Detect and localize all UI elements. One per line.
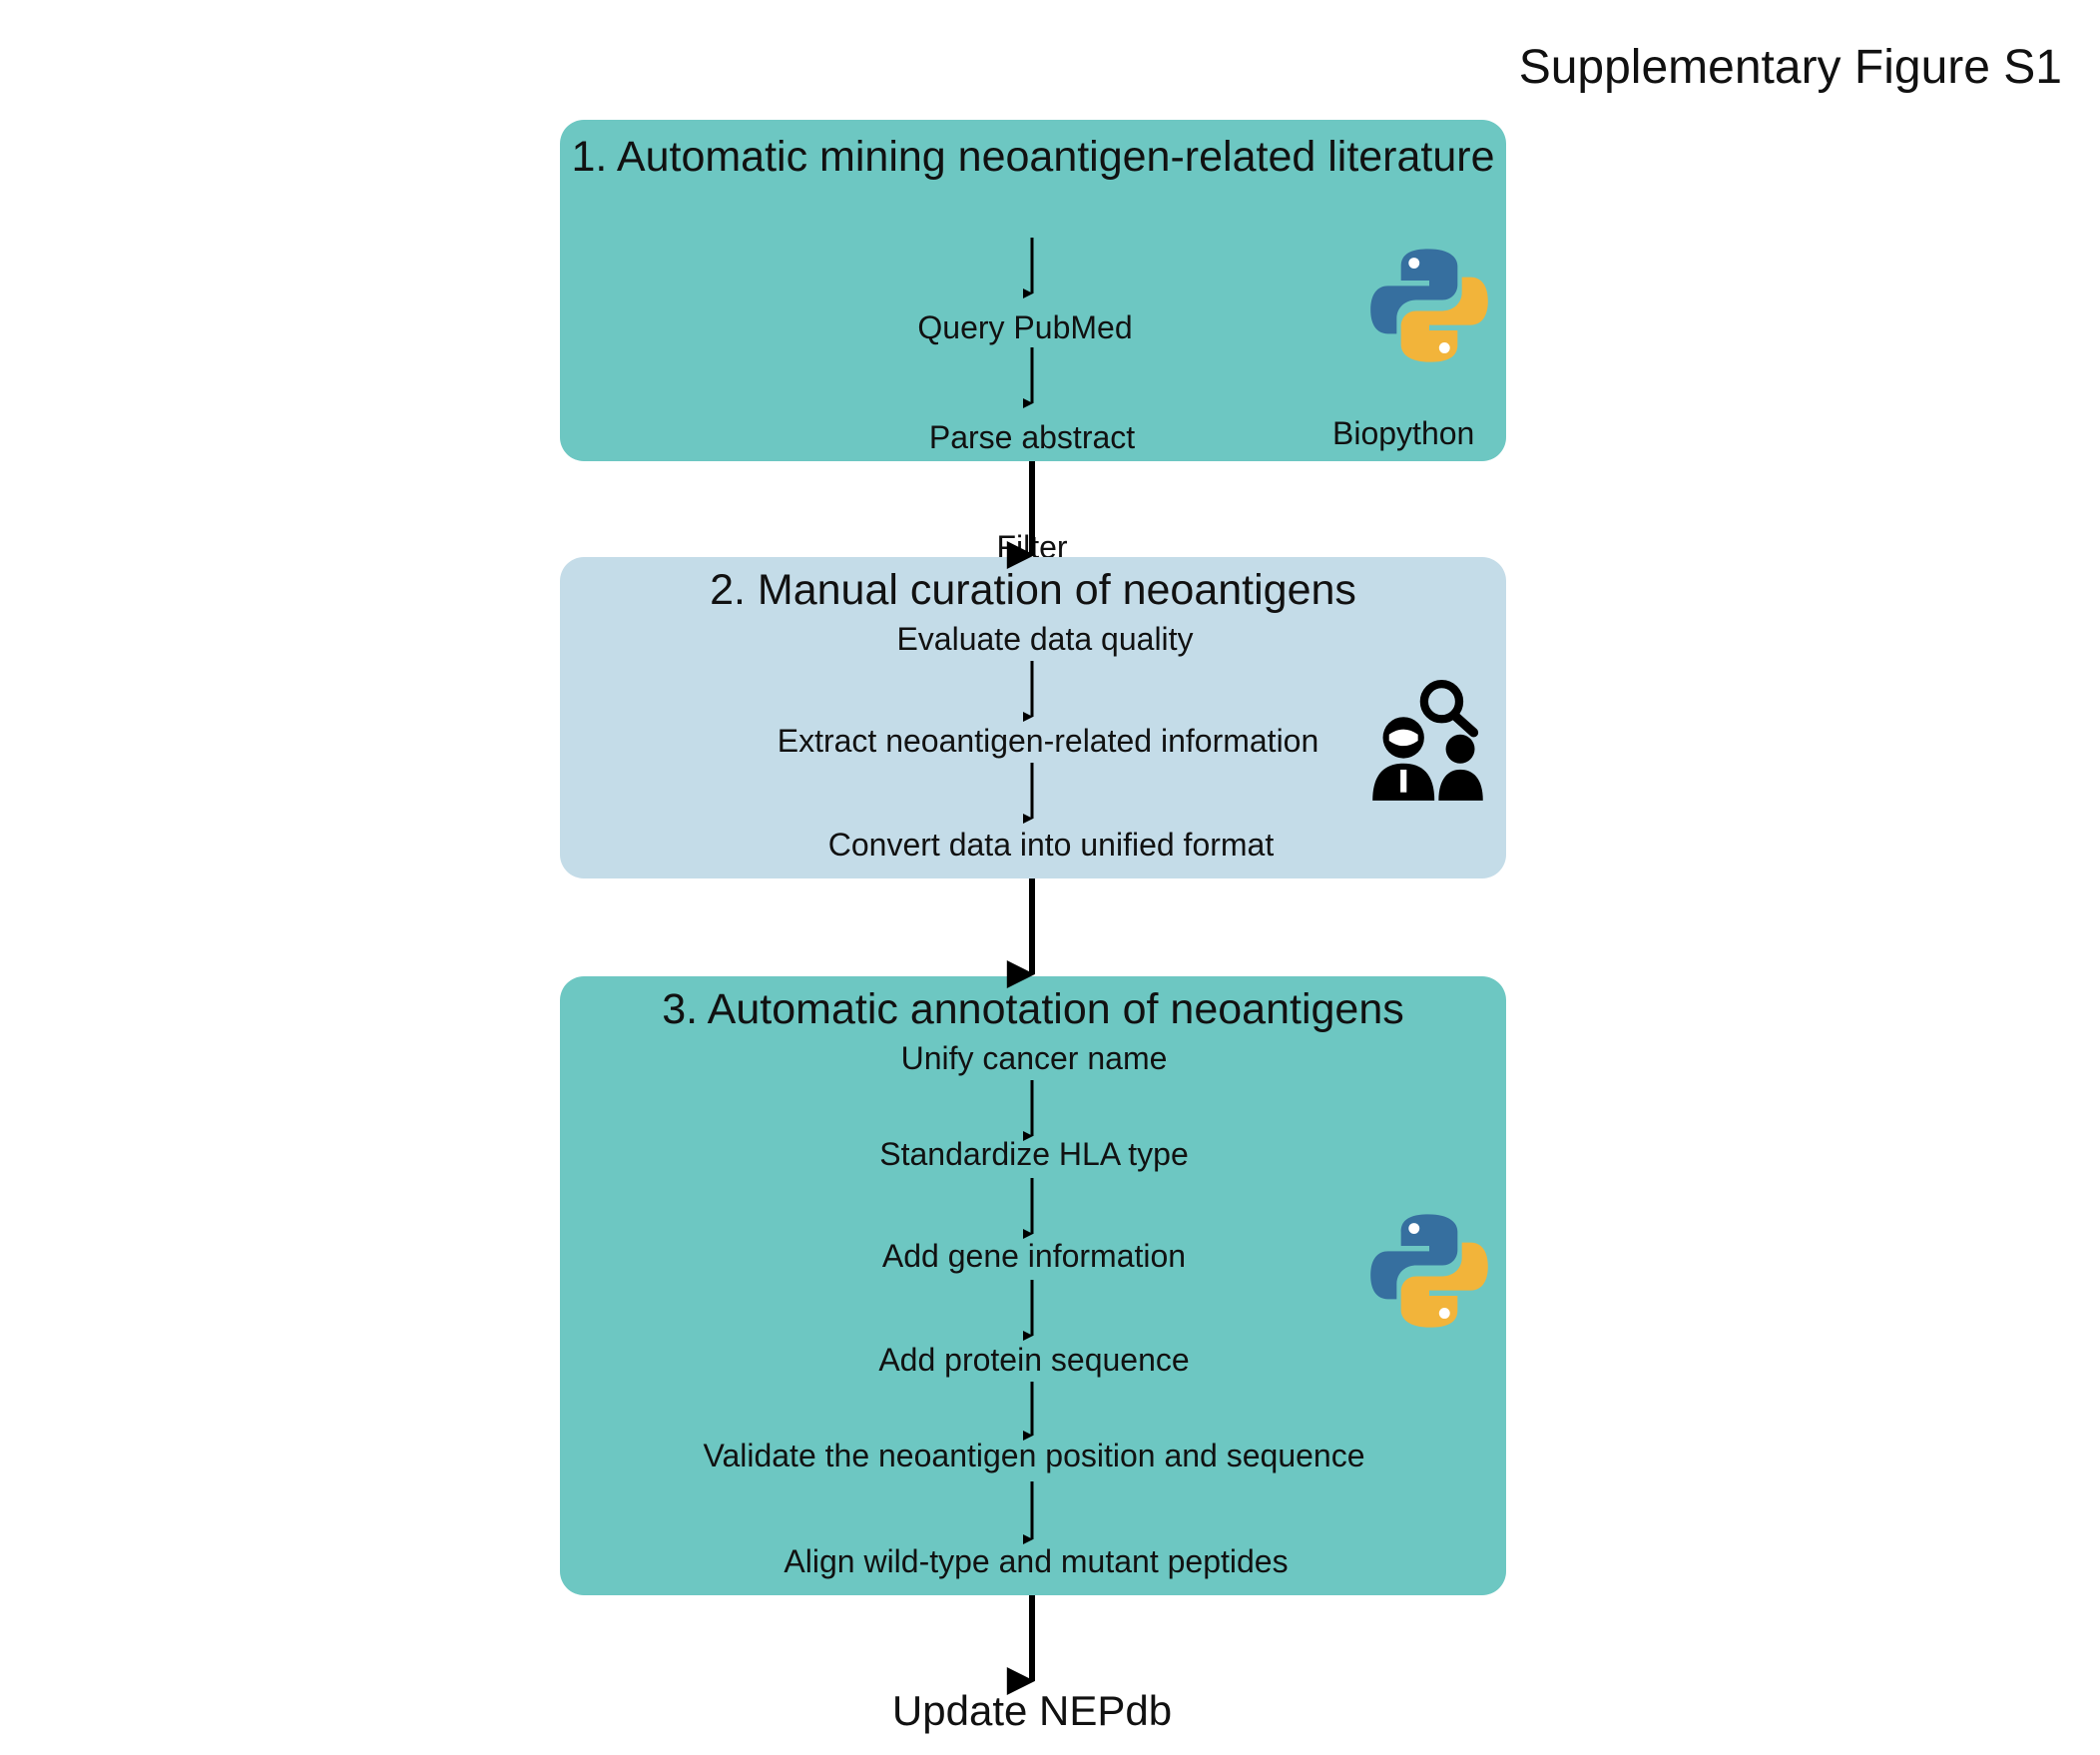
step-align-peptides: Align wild-type and mutant peptides [784, 1543, 1289, 1579]
panel-title: 2. Manual curation of neoantigens [710, 566, 1356, 614]
step-parse-abstract: Parse abstract [928, 419, 1136, 455]
step-standardize-hla: Standardize HLA type [879, 1136, 1189, 1172]
python-logo-icon [1370, 1214, 1488, 1328]
python-logo-icon [1370, 249, 1488, 362]
step-add-gene: Add gene information [881, 1238, 1187, 1274]
step-validate-position: Validate the neoantigen position and seq… [703, 1438, 1365, 1473]
final-step-label: Update NEPdb [891, 1687, 1173, 1734]
step-convert-format: Convert data into unified format [827, 827, 1275, 863]
people-search-icon [1372, 680, 1483, 801]
panel-title: 3. Automatic annotation of neoantigens [662, 985, 1404, 1033]
step-unify-cancer: Unify cancer name [900, 1040, 1168, 1076]
panel-manual-curation: 2. Manual curation of neoantigens Evalua… [560, 557, 1506, 878]
step-add-protein: Add protein sequence [878, 1342, 1190, 1378]
step-query-pubmed: Query PubMed [917, 309, 1133, 345]
step-evaluate-quality: Evaluate data quality [896, 621, 1194, 657]
panel-title: 1. Automatic mining neoantigen-related l… [571, 133, 1495, 181]
step-extract-info: Extract neoantigen-related information [777, 723, 1319, 759]
figure-label: Supplementary Figure S1 [1518, 41, 2062, 94]
tool-label-biopython: Biopython [1332, 415, 1475, 451]
